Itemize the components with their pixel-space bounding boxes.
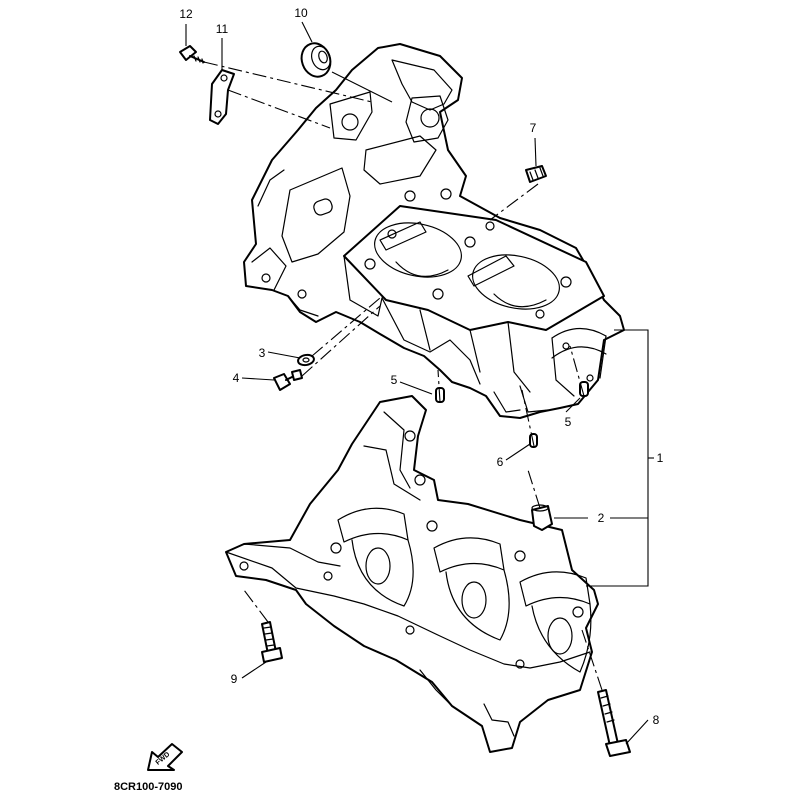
diagram-code: 8CR100-7090 [114, 781, 183, 793]
callout-2: 2 [598, 511, 605, 525]
callout-12: 12 [179, 7, 193, 21]
fwd-arrow-icon: FWD [147, 743, 183, 771]
small-bolt-part-12 [179, 45, 205, 64]
lower-crankcase [225, 395, 599, 753]
bolt-part-4 [273, 369, 303, 391]
callout-3: 3 [259, 346, 266, 360]
plug-part-2 [531, 504, 553, 531]
callout-6: 6 [497, 455, 504, 469]
callout-8: 8 [653, 713, 660, 727]
callout-7: 7 [530, 121, 537, 135]
upper-crankcase [243, 43, 625, 419]
callout-11: 11 [216, 22, 229, 36]
callout-4: 4 [233, 371, 240, 385]
bracket-part-11 [209, 69, 235, 125]
washer-part-3 [297, 353, 315, 367]
leader-lines [185, 21, 654, 745]
callout-1: 1 [657, 451, 664, 465]
callout-10: 10 [294, 6, 308, 20]
bolt-part-9 [261, 621, 283, 663]
callout-5-right: 5 [565, 415, 572, 429]
stud-part-7 [525, 165, 547, 183]
callouts: 12 11 10 7 3 4 5 5 6 1 2 9 8 [179, 6, 663, 727]
bearing-part-10 [300, 42, 332, 78]
bolt-part-8 [597, 689, 631, 757]
callout-9: 9 [231, 672, 238, 686]
callout-5-left: 5 [391, 373, 398, 387]
